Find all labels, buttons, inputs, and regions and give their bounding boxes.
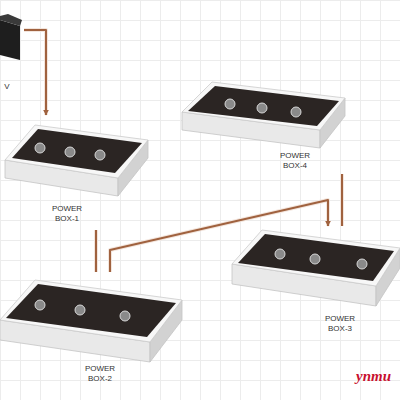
box-label: POWER BOX-1 <box>47 204 87 224</box>
cable-line <box>341 174 343 226</box>
power-adapter: V <box>0 15 24 97</box>
power-box: POWER BOX-2 <box>0 272 185 387</box>
power-box: POWER BOX-3 <box>230 226 400 338</box>
cable-sheen <box>24 30 46 115</box>
power-cable <box>342 174 343 226</box>
cable-sheen <box>110 200 328 272</box>
power-cable <box>96 230 97 272</box>
power-box-2-drawing <box>0 280 182 362</box>
power-cable <box>24 30 46 115</box>
cable-line <box>95 230 97 272</box>
box-label: POWER BOX-4 <box>275 151 315 171</box>
power-adapter <box>0 14 22 60</box>
box-label: POWER BOX-2 <box>80 364 120 384</box>
box-label: POWER BOX-3 <box>320 314 360 334</box>
box-label: V <box>1 82 13 92</box>
power-box-4-drawing <box>182 82 345 148</box>
power-box-3-drawing <box>232 230 400 306</box>
power-box-1-drawing <box>5 125 148 196</box>
cable-sheen <box>340 174 344 226</box>
watermark: ynmu <box>356 368 391 385</box>
power-box: POWER BOX-1 <box>5 115 150 230</box>
cable-line <box>110 200 328 272</box>
power-cable <box>110 200 328 272</box>
power-box: POWER BOX-4 <box>180 80 348 174</box>
cable-line <box>24 30 46 115</box>
cable-sheen <box>94 230 98 272</box>
